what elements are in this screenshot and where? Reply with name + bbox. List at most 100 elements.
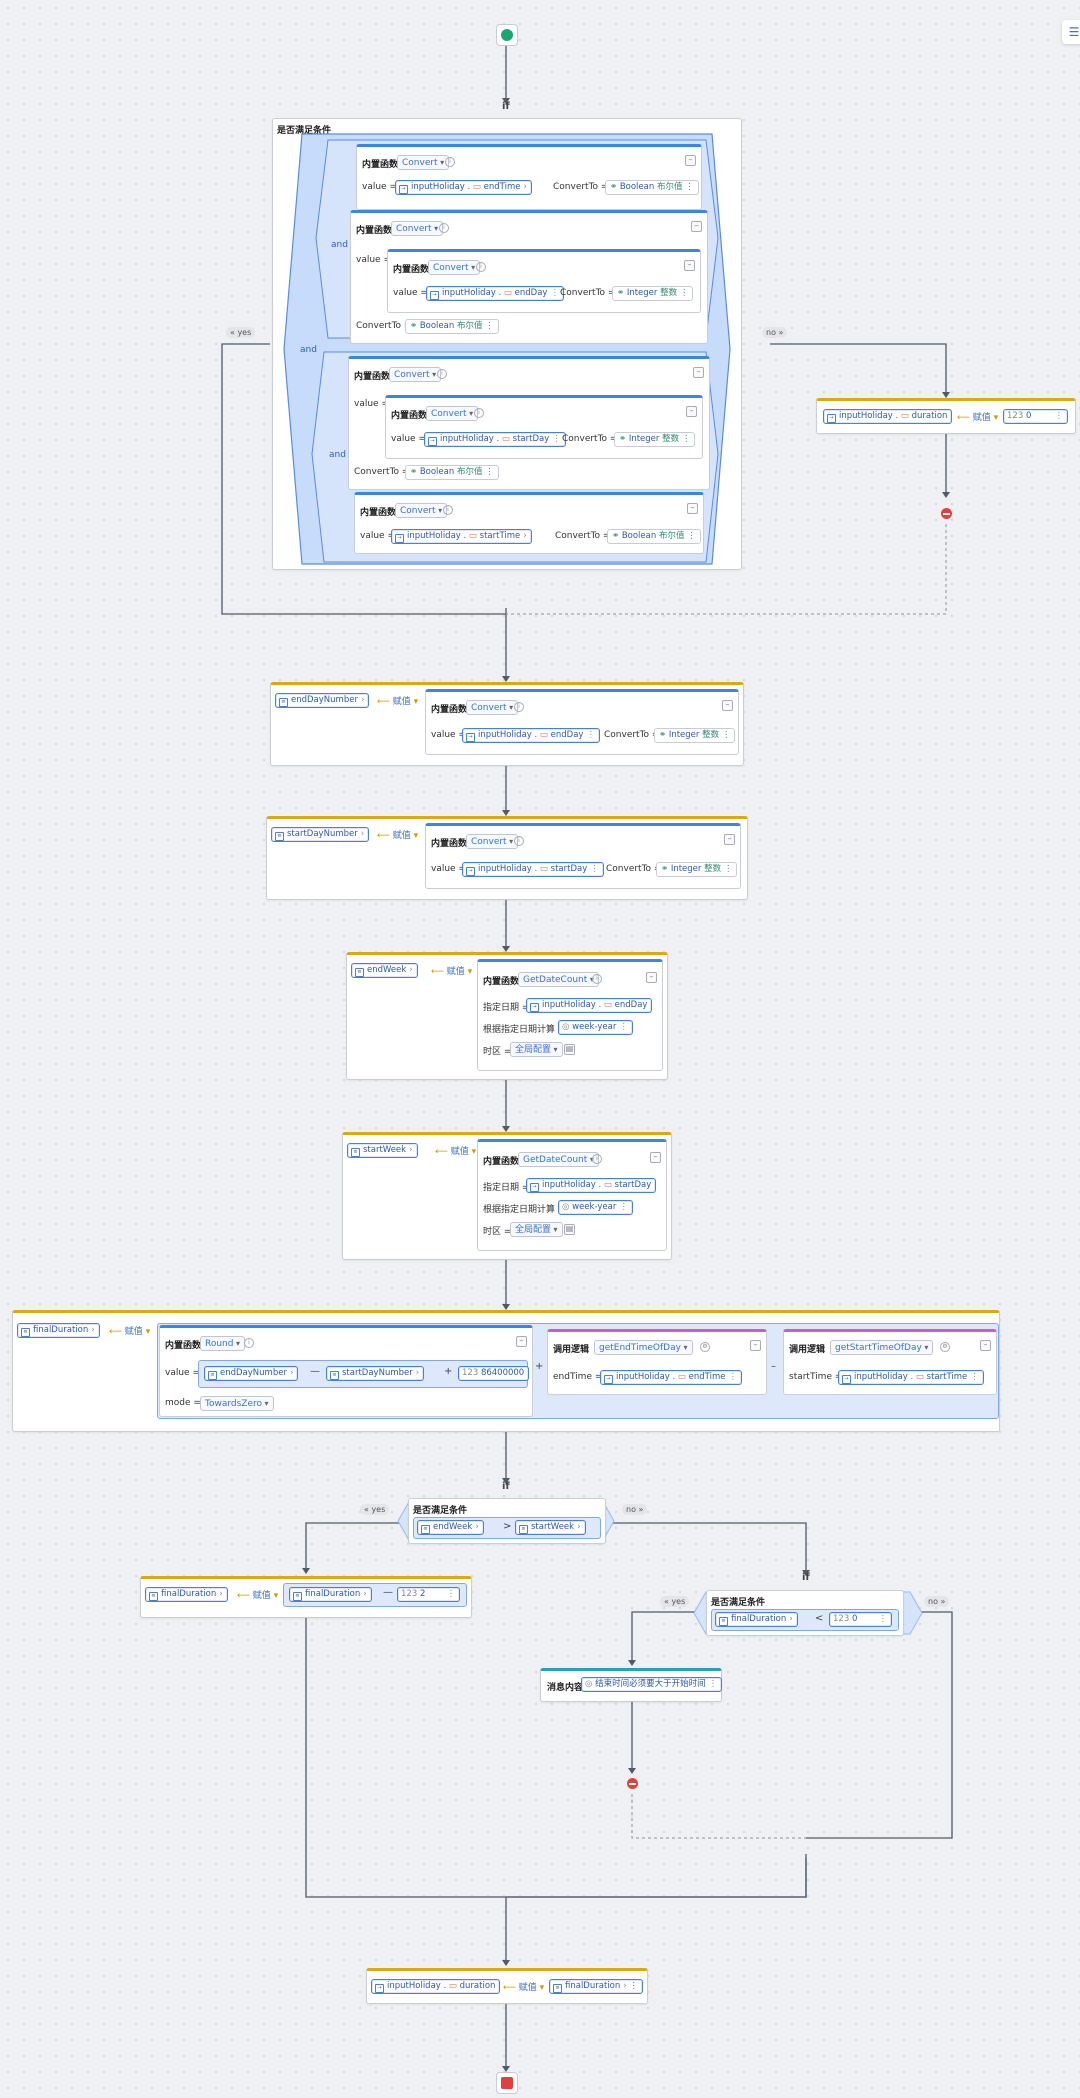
assign-operator[interactable]: ⟵ 赋值 ▾ [109, 1327, 151, 1337]
collapse-icon[interactable]: – [693, 367, 704, 378]
var-input-holiday-endtime[interactable]: →inputHoliday . ▭ endTime› [395, 180, 532, 195]
const-week-year[interactable]: ◎ week-year⋮ [558, 1020, 633, 1035]
assign-duration-zero[interactable]: →inputHoliday . ▭ duration ⟵ 赋值 ▾ 123 0⋮ [816, 398, 1076, 434]
assign-startweek[interactable]: ≡startWeek› ⟵ 赋值 ▾ 内置函数 GetDateCount i –… [342, 1132, 672, 1260]
collapse-icon[interactable]: – [686, 406, 697, 417]
mode-select[interactable]: TowardsZero [200, 1396, 274, 1411]
builtin-getdatecount-endday[interactable]: 内置函数 GetDateCount i – 指定日期 = →inputHolid… [477, 959, 663, 1071]
var-finalduration[interactable]: ≡finalDuration› [145, 1587, 228, 1602]
collapse-icon[interactable]: – [750, 1340, 761, 1351]
builtin-convert-endday-inner[interactable]: 内置函数 Convert i – value = →inputHoliday .… [387, 249, 701, 313]
minus-operator[interactable]: — [310, 1366, 320, 1377]
var-input-holiday-endday[interactable]: →inputHoliday . ▭ endDay [526, 998, 653, 1013]
function-select[interactable]: GetDateCount [518, 972, 599, 987]
settings-icon[interactable]: ⚙ [700, 1342, 710, 1352]
collapse-icon[interactable]: – [687, 503, 698, 514]
assign-operator[interactable]: ⟵ 赋值 ▾ [431, 967, 473, 977]
toolbar-menu-button[interactable]: ☰ [1062, 20, 1080, 44]
const-two[interactable]: 123 2⋮ [397, 1587, 460, 1602]
var-startdaynumber[interactable]: ≡startDayNumber› [326, 1366, 425, 1381]
var-enddaynumber[interactable]: ≡endDayNumber› [204, 1366, 299, 1381]
collapse-icon[interactable]: – [650, 1152, 661, 1163]
var-input-holiday-duration[interactable]: →inputHoliday . ▭ duration [823, 409, 953, 424]
end-node-icon-2[interactable] [627, 1778, 638, 1789]
var-finalduration[interactable]: ≡finalDuration› [289, 1587, 372, 1602]
function-select[interactable]: Convert [391, 221, 444, 236]
logic-select[interactable]: getEndTimeOfDay [594, 1340, 693, 1355]
var-input-holiday-endtime[interactable]: →inputHoliday . ▭ endTime⋮ [600, 1370, 742, 1385]
var-input-holiday-endday[interactable]: →inputHoliday . ▭ endDay⋮ [462, 728, 600, 743]
assign-operator[interactable]: ⟵ 赋值 ▾ [237, 1591, 279, 1601]
var-endweek[interactable]: ≡endWeek› [417, 1520, 484, 1535]
type-boolean[interactable]: ⚭ Boolean 布尔值 ⋮ [405, 319, 499, 334]
assign-duration-final[interactable]: →inputHoliday . ▭ duration ⟵ 赋值 ▾ ≡final… [366, 1968, 648, 2004]
function-select[interactable]: Convert [466, 700, 519, 715]
call-getendtimeofday[interactable]: 调用逻辑 getEndTimeOfDay ⚙ – endTime = →inpu… [547, 1329, 767, 1395]
function-select[interactable]: Convert [466, 834, 519, 849]
collapse-icon[interactable]: – [685, 155, 696, 166]
var-input-holiday-duration[interactable]: →inputHoliday . ▭ duration [371, 1979, 501, 1994]
function-select[interactable]: Round [200, 1336, 246, 1351]
builtin-convert-endtime[interactable]: 内置函数 Convert i – value = →inputHoliday .… [356, 144, 702, 210]
builtin-convert-startday-outer[interactable]: 内置函数 Convert i – value = 内置函数 Convert i … [348, 356, 710, 490]
timezone-select[interactable]: 全局配置 [510, 1222, 563, 1237]
var-endweek[interactable]: ≡endWeek› [351, 963, 418, 978]
var-enddaynumber[interactable]: ≡endDayNumber› [275, 693, 370, 708]
var-input-holiday-starttime[interactable]: →inputHoliday . ▭ startTime› [391, 529, 532, 544]
assign-finalduration[interactable]: ≡finalDuration› ⟵ 赋值 ▾ 内置函数 Round i – va… [12, 1310, 1000, 1432]
timezone-select[interactable]: 全局配置 [510, 1042, 563, 1057]
builtin-getdatecount-startday[interactable]: 内置函数 GetDateCount i – 指定日期 = →inputHolid… [477, 1139, 667, 1251]
assign-endweek[interactable]: ≡endWeek› ⟵ 赋值 ▾ 内置函数 GetDateCount i – 指… [346, 952, 668, 1080]
less-than-operator[interactable]: < [815, 1613, 824, 1624]
plus-operator[interactable]: + [444, 1366, 453, 1377]
collapse-icon[interactable]: – [722, 700, 733, 711]
settings-icon[interactable]: ⚙ [940, 1342, 950, 1352]
const-zero[interactable]: 123 0⋮ [829, 1612, 892, 1627]
type-integer[interactable]: ⚭ Integer 整数 ⋮ [612, 286, 694, 301]
const-week-year[interactable]: ◎ week-year⋮ [558, 1200, 633, 1215]
plus-operator[interactable]: + [535, 1361, 544, 1372]
call-getstarttimeofday[interactable]: 调用逻辑 getStartTimeOfDay ⚙ – startTime = →… [783, 1329, 997, 1395]
type-integer[interactable]: ⚭ Integer 整数 ⋮ [656, 862, 738, 877]
type-boolean[interactable]: ⚭ Boolean 布尔值 ⋮ [405, 465, 499, 480]
builtin-convert-endday-outer[interactable]: 内置函数 Convert i – value = 内置函数 Convert i … [350, 210, 708, 344]
collapse-icon[interactable]: – [684, 260, 695, 271]
assign-operator[interactable]: ⟵ 赋值 ▾ [377, 697, 419, 707]
builtin-convert-endday-int[interactable]: 内置函数 Convert i – value = →inputHoliday .… [425, 689, 739, 755]
var-startweek[interactable]: ≡startWeek› [515, 1520, 586, 1535]
assign-finalduration-minus-two[interactable]: ≡finalDuration› ⟵ 赋值 ▾ ≡finalDuration› —… [140, 1576, 472, 1618]
message-card[interactable]: 消息内容 ◎ 结束时间必须要大于开始时间⋮ [540, 1668, 723, 1702]
end-node-icon[interactable] [941, 508, 952, 519]
assign-operator[interactable]: ⟵ 赋值 ▾ [503, 1983, 545, 1993]
var-input-holiday-startday[interactable]: →inputHoliday . ▭ startDay⋮ [424, 432, 566, 447]
type-boolean[interactable]: ⚭ Boolean 布尔值 ⋮ [605, 180, 699, 195]
builtin-round[interactable]: 内置函数 Round i – value = ≡endDayNumber› — … [159, 1325, 533, 1417]
end-node-stop-icon[interactable] [496, 2072, 518, 2094]
var-input-holiday-starttime[interactable]: →inputHoliday . ▭ startTime⋮ [838, 1370, 984, 1385]
collapse-icon[interactable]: – [980, 1340, 991, 1351]
collapse-icon[interactable]: – [724, 834, 735, 845]
assign-operator[interactable]: ⟵ 赋值 ▾ [957, 413, 999, 423]
function-select[interactable]: Convert [389, 367, 442, 382]
assign-enddaynumber[interactable]: ≡endDayNumber› ⟵ 赋值 ▾ 内置函数 Convert i – v… [270, 682, 744, 766]
var-input-holiday-endday[interactable]: →inputHoliday . ▭ endDay⋮ [426, 286, 564, 301]
const-zero[interactable]: 123 0⋮ [1003, 409, 1068, 424]
var-startweek[interactable]: ≡startWeek› [347, 1143, 418, 1158]
calendar-icon[interactable]: ▤ [564, 1224, 575, 1235]
assign-startdaynumber[interactable]: ≡startDayNumber› ⟵ 赋值 ▾ 内置函数 Convert i –… [266, 816, 748, 900]
function-select[interactable]: GetDateCount [518, 1152, 599, 1167]
function-select[interactable]: Convert [395, 503, 448, 518]
var-input-holiday-startday[interactable]: →inputHoliday . ▭ startDay⋮ [462, 862, 604, 877]
assign-operator[interactable]: ⟵ 赋值 ▾ [377, 831, 419, 841]
minus-operator[interactable]: — [383, 1587, 393, 1598]
assign-operator[interactable]: ⟵ 赋值 ▾ [435, 1147, 477, 1157]
type-integer[interactable]: ⚭ Integer 整数 ⋮ [654, 728, 736, 743]
const-ms-day[interactable]: 123 86400000 [458, 1366, 530, 1381]
var-finalduration[interactable]: ≡finalDuration› [17, 1323, 100, 1338]
logic-select[interactable]: getStartTimeOfDay [830, 1340, 934, 1355]
collapse-icon[interactable]: – [646, 972, 657, 983]
var-finalduration[interactable]: ≡finalDuration› [715, 1612, 798, 1627]
builtin-convert-starttime[interactable]: 内置函数 Convert i – value = →inputHoliday .… [354, 492, 704, 554]
greater-than-operator[interactable]: > [503, 1521, 512, 1532]
var-finalduration[interactable]: ≡finalDuration› ⋮ [549, 1979, 643, 1994]
